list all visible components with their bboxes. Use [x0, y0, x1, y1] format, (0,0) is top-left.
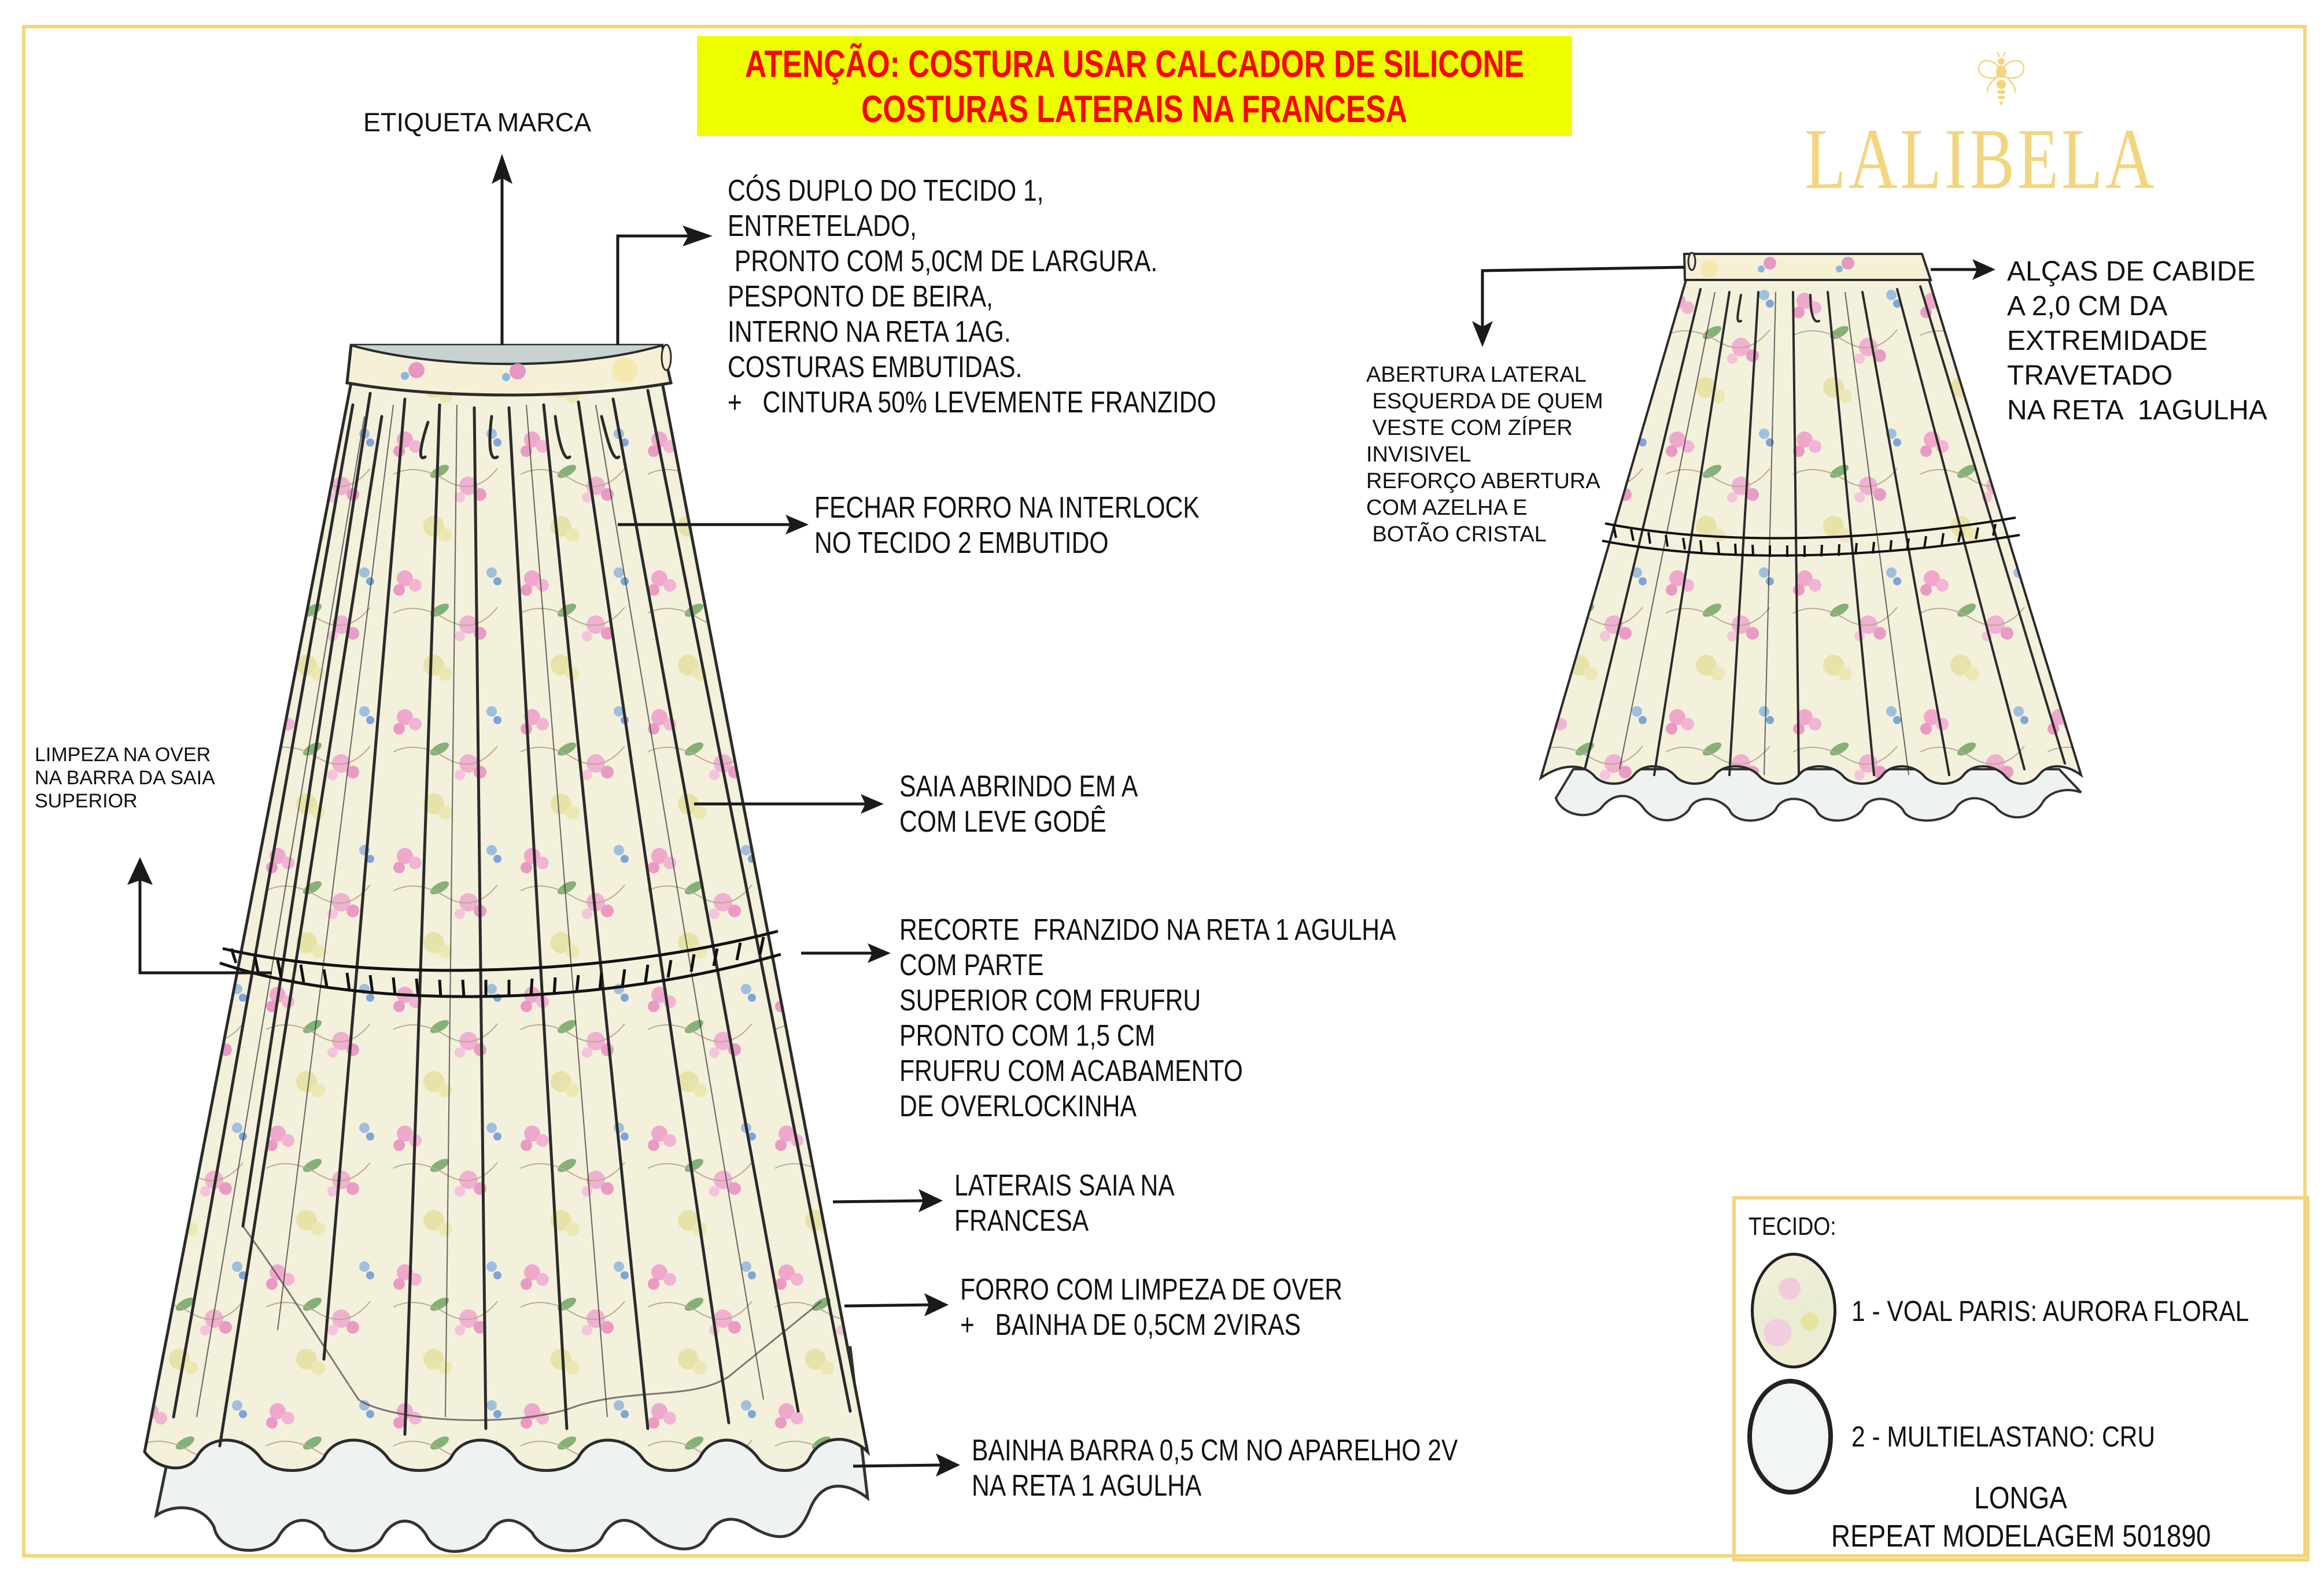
fabric-title: TECIDO: [1748, 1212, 1836, 1241]
brand-logo: LALIBELA [1799, 46, 2238, 202]
note-lining-hem: FORRO COM LIMPEZA DE OVER+ BAINHA DE 0,5… [960, 1273, 1343, 1342]
arrowhead-right [785, 515, 809, 534]
fabric-swatch-floral [1751, 1253, 1836, 1368]
front-skirt [143, 344, 870, 1553]
arrowhead-down [1472, 321, 1493, 347]
arrow-side-seams [832, 1199, 926, 1204]
back-ruffle [1602, 516, 2020, 557]
fabric-item-1: 1 - VOAL PARIS: AURORA FLORAL [1851, 1295, 2249, 1327]
arrowhead-right [918, 1189, 943, 1212]
arrowhead-right [1972, 259, 1995, 280]
arrowhead-up [127, 857, 153, 885]
arrowhead-right [861, 794, 884, 814]
fabric-length: LONGA [1974, 1481, 2068, 1515]
warning-line-1: ATENÇÃO: COSTURA USAR CALCADOR DE SILICO… [744, 42, 1525, 85]
arrow-waistband [616, 234, 697, 345]
back-lining [1554, 768, 2082, 822]
fabric-swatch-plain [1747, 1379, 1833, 1494]
note-waistband: CÓS DUPLO DO TECIDO 1,ENTRETELADO, PRONT… [728, 174, 1216, 419]
warning-line-2: COSTURAS LATERAIS NA FRANCESA [861, 87, 1408, 130]
back-skirt-body [1539, 279, 2083, 785]
note-label-tag: ETIQUETA MARCA [363, 108, 592, 137]
arrowhead-right [936, 1453, 960, 1477]
front-skirt-body [143, 381, 870, 1472]
arrow-side-opening [1481, 265, 1685, 330]
warning-banner: ATENÇÃO: COSTURA USAR CALCADOR DE SILICO… [697, 36, 1572, 136]
leader-lines [138, 174, 1978, 1468]
front-ruffle [219, 929, 781, 998]
pattern-reference: REPEAT MODELAGEM 501890 [1831, 1519, 2211, 1553]
arrow-lining-hem [844, 1303, 932, 1308]
page-frame [22, 25, 2307, 1558]
fabric-legend: TECIDO: 1 - VOAL PARIS: AURORA FLORAL 2 … [1732, 1196, 2310, 1562]
fabric-item-2: 2 - MULTIELASTANO: CRU [1851, 1420, 2156, 1453]
arrow-upper-hem [138, 879, 272, 975]
arrowhead-right [868, 943, 891, 963]
arrowheads [127, 154, 1995, 1477]
brand-wordmark: LALIBELA [1805, 111, 2157, 207]
arrowhead-up [492, 154, 512, 184]
back-skirt [1539, 252, 2083, 822]
arrowhead-right [683, 226, 713, 246]
arrowhead-right [924, 1293, 949, 1316]
bee-icon [1978, 52, 2025, 106]
note-side-opening: ABERTURA LATERAL ESQUERDA DE QUEM VESTE … [1366, 363, 1603, 547]
back-waistband [1683, 253, 1932, 281]
arrow-hem [853, 1463, 943, 1468]
